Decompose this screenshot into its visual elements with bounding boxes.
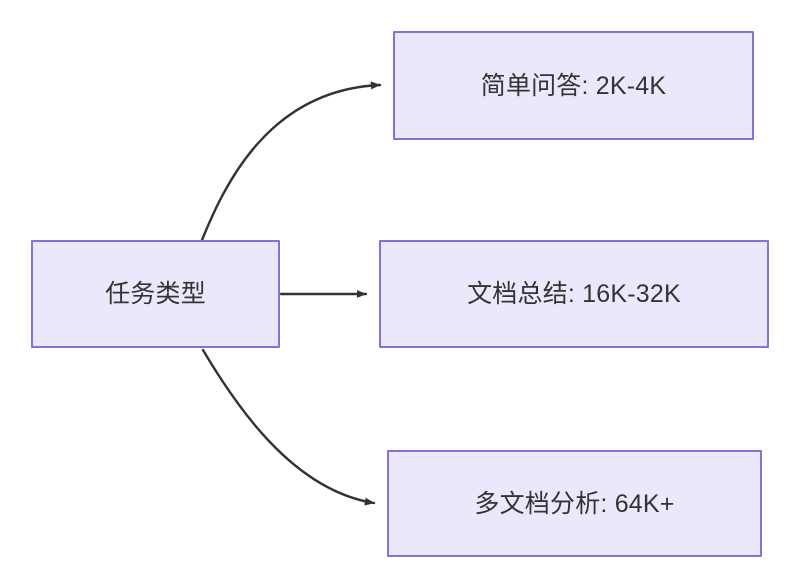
edge-source-to-multi-doc (201, 348, 376, 506)
node-multi-doc-analysis[interactable]: 多文档分析: 64K+ (387, 450, 762, 557)
node-simple-qa[interactable]: 简单问答: 2K-4K (393, 31, 754, 140)
node-doc-summary-label: 文档总结: 16K-32K (467, 280, 681, 308)
node-doc-summary[interactable]: 文档总结: 16K-32K (379, 240, 769, 348)
edge-source-to-simple-qa (200, 81, 382, 242)
node-task-type[interactable]: 任务类型 (31, 240, 280, 348)
node-task-type-label: 任务类型 (105, 280, 206, 308)
node-multi-doc-analysis-label: 多文档分析: 64K+ (474, 489, 675, 518)
node-simple-qa-label: 简单问答: 2K-4K (480, 71, 667, 100)
